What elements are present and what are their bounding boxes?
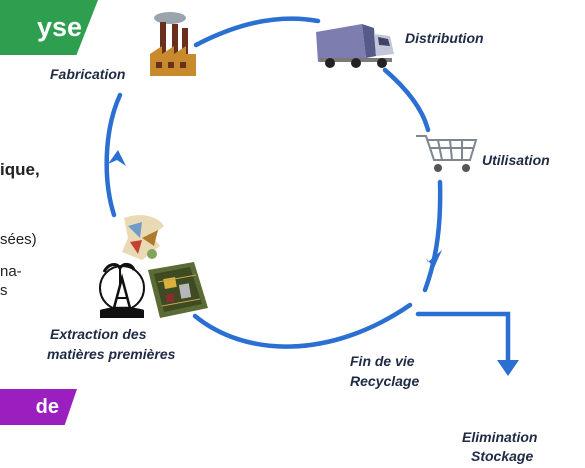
label-distribution: Distribution — [405, 30, 484, 46]
cycle-arc-left — [104, 92, 123, 218]
cycle-arc-right — [422, 179, 443, 293]
label-fabrication: Fabrication — [50, 66, 126, 82]
label-recyclage: Recyclage — [350, 373, 420, 389]
left-text-line4: s — [0, 282, 8, 299]
cycle-arc-upper-right — [382, 67, 431, 133]
left-text-line3: na- — [0, 263, 22, 280]
label-utilisation: Utilisation — [482, 152, 550, 168]
section-tag-top: yse — [0, 0, 98, 55]
truck-icon — [316, 24, 394, 68]
section-tag-bottom-text: de — [35, 395, 59, 418]
label-matieres-premieres: matières premières — [47, 346, 176, 362]
section-tag-top-text: yse — [36, 12, 82, 42]
raw-materials-icon — [122, 215, 164, 260]
label-elimination: Elimination — [462, 429, 538, 445]
label-fin-de-vie: Fin de vie — [350, 353, 415, 369]
cycle-arc-bottom — [192, 302, 413, 349]
arrow-head-left — [108, 150, 126, 166]
left-text-line1: ique, — [0, 160, 40, 179]
circuit-board-icon — [148, 262, 208, 318]
shopping-cart-icon — [416, 135, 478, 172]
arrow-head-right — [426, 250, 442, 268]
arrow-head-elimination — [497, 360, 519, 376]
cycle-arc-top — [193, 16, 321, 48]
factory-icon — [150, 12, 196, 76]
section-tag-bottom: de — [0, 389, 77, 425]
label-extraction: Extraction des — [50, 326, 147, 342]
label-stockage: Stockage — [471, 448, 534, 464]
oil-derrick-icon — [99, 262, 145, 318]
left-text-line2: sées) — [0, 231, 37, 248]
elimination-branch — [415, 311, 511, 371]
